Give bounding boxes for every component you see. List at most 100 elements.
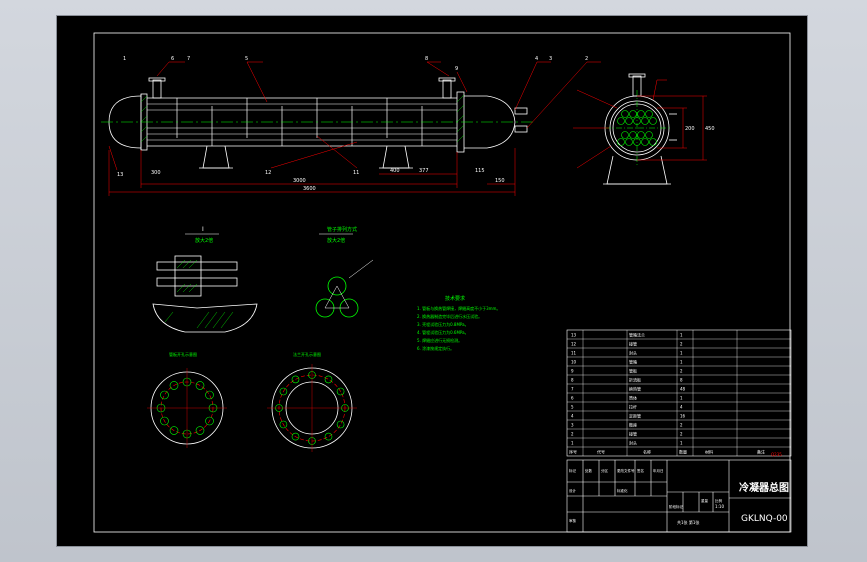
- bom-no: 12: [571, 342, 577, 347]
- end-view-tubes: [617, 110, 657, 146]
- note-line: 1. 管板与换热管焊接，焊缝高度不小于3mm。: [417, 305, 500, 311]
- bom-name: 管箱: [629, 359, 637, 365]
- svg-text:9: 9: [455, 66, 458, 72]
- svg-text:8: 8: [425, 56, 428, 62]
- dim-saddle: 400: [390, 168, 400, 174]
- bom-no: 10: [571, 360, 577, 365]
- title-block: [566, 459, 792, 533]
- bom-no: 6: [571, 396, 574, 401]
- bolt-hole: [336, 420, 345, 429]
- dim-left: 300: [151, 170, 161, 176]
- bolt-hole: [324, 375, 333, 384]
- note-line: 5. 焊缝应进行无损检测。: [417, 337, 462, 343]
- dim-end-inner: 200: [685, 126, 695, 132]
- bom-qty: 2: [680, 342, 683, 347]
- main-elevation-view: [108, 77, 528, 169]
- stage-label: 比例: [715, 498, 723, 503]
- bom-no: 2: [571, 432, 574, 437]
- sign-label: 处数: [585, 468, 593, 473]
- bom-no: 3: [571, 423, 574, 428]
- notes-heading: 技术要求: [445, 295, 465, 302]
- dim-end-height: 450: [705, 126, 715, 132]
- svg-text:3: 3: [549, 56, 552, 62]
- bom-no: 9: [571, 369, 574, 374]
- bom-name: 管板: [629, 368, 637, 374]
- bom-qty: 16: [680, 414, 686, 419]
- bom-name: 定距管: [629, 413, 641, 419]
- drawing-scale: 1:10: [715, 504, 724, 509]
- tube-arrangement-view: 管子排列方式 放大2倍: [315, 226, 374, 318]
- detail-i-title: I: [202, 226, 204, 233]
- bom-name: 接管: [629, 431, 637, 437]
- bom-no: 11: [571, 351, 577, 356]
- technical-notes: 技术要求 1. 管板与换热管焊接，焊缝高度不小于3mm。 2. 换热器制造完毕后…: [417, 295, 500, 351]
- bom-name: 换热管: [629, 386, 641, 392]
- note-line: 3. 壳程试验压力为0.8MPa。: [417, 321, 469, 327]
- end-view: [603, 73, 677, 185]
- bom-no: 5: [571, 405, 574, 410]
- bom-name: 筒体: [629, 395, 637, 401]
- sign-label: 标记: [569, 468, 577, 473]
- end-view-dims: [573, 79, 707, 169]
- tubesheet-hatch: [140, 94, 465, 143]
- drawing-frame: [93, 32, 791, 533]
- dim-saddle-offset: 377: [419, 168, 429, 174]
- bom-header-cell: 数量: [679, 449, 687, 455]
- bom-no: 4: [571, 414, 574, 419]
- sign-label: 年月日: [653, 468, 664, 473]
- end-view-labels: 450 200: [685, 126, 715, 132]
- svg-text:12: 12: [265, 170, 271, 176]
- bom-no: 13: [571, 333, 577, 338]
- bom-qty: 2: [680, 423, 683, 428]
- bom-qty: 4: [680, 405, 683, 410]
- cad-drawing: 3600 3000 400 377 150 115 300 167 589 43…: [93, 32, 792, 533]
- bom-no: 7: [571, 387, 574, 392]
- bolt-hole: [324, 432, 333, 441]
- bolt-hole: [169, 426, 179, 435]
- dim-shell-length: 3000: [293, 178, 306, 184]
- svg-text:13: 13: [117, 172, 123, 178]
- svg-text:4: 4: [535, 56, 538, 62]
- bom-no: 8: [571, 378, 574, 383]
- bom-header-cell: 代号: [597, 449, 605, 455]
- bom-name: 封头: [629, 440, 637, 446]
- bom-qty: 1: [680, 351, 683, 356]
- flange-right-title: 法兰开孔示意图: [293, 351, 321, 357]
- bolt-hole: [160, 416, 169, 426]
- stage-label: 阶段标记: [669, 504, 683, 509]
- svg-text:5: 5: [245, 56, 248, 62]
- svg-text:7: 7: [187, 56, 190, 62]
- dim-overall-length: 3600: [303, 186, 316, 192]
- bom-name: 折流板: [629, 377, 641, 383]
- bom-qty: 2: [680, 432, 683, 437]
- bolt-hole: [195, 426, 205, 435]
- sign-label: 审核: [569, 518, 577, 523]
- svg-text:11: 11: [353, 170, 359, 176]
- bom-header-cell: 名称: [643, 449, 651, 455]
- bom-header-cell: 序号: [569, 449, 577, 455]
- tube-arrangement-title: 管子排列方式: [327, 226, 357, 233]
- bom-name: 封头: [629, 350, 637, 356]
- bom-name: 管箱法兰: [629, 332, 645, 338]
- bom-qty: 48: [680, 387, 686, 392]
- svg-text:1: 1: [123, 56, 126, 62]
- sign-label: 分区: [601, 468, 609, 473]
- dim-channel-2: 115: [475, 168, 485, 174]
- bom-qty: 2: [680, 369, 683, 374]
- tube-arrangement-sub: 放大2倍: [327, 237, 345, 244]
- bom-header-cell: 材料: [705, 449, 713, 455]
- svg-text:2: 2: [585, 56, 588, 62]
- bolt-hole: [291, 432, 300, 441]
- sheet-info: 共1张 第1张: [677, 519, 699, 525]
- note-line: 4. 管程试验压力为0.6MPa。: [417, 329, 469, 335]
- bom-table: 13 管箱法兰 1 12 接管 2 11 封头 1 10 管箱 1 9 管板 2 8 折流板 8 7 换热管 48 6 筒体…: [566, 329, 792, 457]
- bolt-hole: [291, 375, 300, 384]
- bom-qty: 8: [680, 378, 683, 383]
- bom-qty: 1: [680, 333, 683, 338]
- bom-name: 鞍座: [629, 422, 637, 428]
- bom-qty: 1: [680, 441, 683, 446]
- title-block-text: 冷凝器总图 GKLNQ-00 1:10 共1张 第1张 标记 处数 分区 更改文…: [569, 452, 789, 525]
- flange-left-view: 管板开孔示意图: [147, 351, 227, 448]
